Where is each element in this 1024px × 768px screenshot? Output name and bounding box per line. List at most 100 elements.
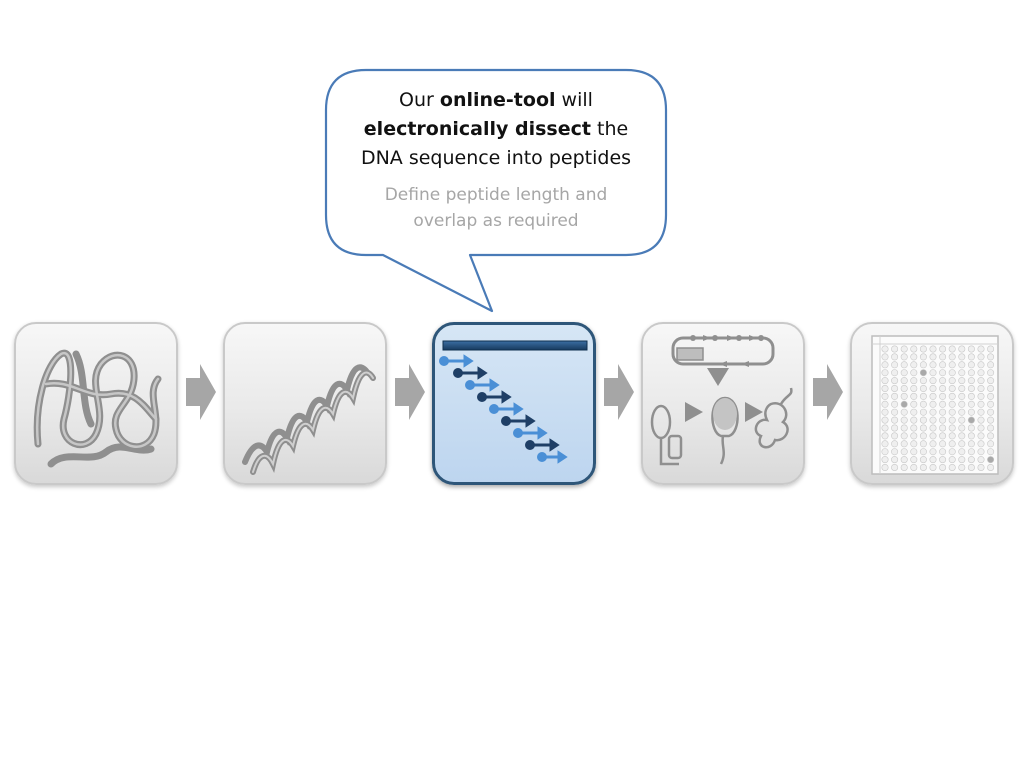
plate-well [939, 345, 947, 353]
plate-well [919, 384, 927, 392]
plate-well [987, 448, 995, 456]
plate-well [900, 456, 908, 464]
plate-well [891, 400, 899, 408]
plate-well [958, 408, 966, 416]
plate-well [919, 361, 927, 369]
plate-well [881, 353, 889, 361]
plate-well [891, 456, 899, 464]
plate-well [929, 377, 937, 385]
plate-well [881, 400, 889, 408]
plate-well [939, 464, 947, 472]
plate-well [939, 448, 947, 456]
plate-well [939, 424, 947, 432]
plate-well [919, 377, 927, 385]
plate-well [900, 432, 908, 440]
plate-well [929, 408, 937, 416]
plate-well [891, 353, 899, 361]
plate-well [948, 353, 956, 361]
expression-process-icon [650, 335, 793, 466]
plate-well [977, 400, 985, 408]
plate-well [891, 448, 899, 456]
plate-well [881, 424, 889, 432]
plate-well [958, 345, 966, 353]
plate-well [977, 440, 985, 448]
plate-well [910, 416, 918, 424]
plate-well [967, 408, 975, 416]
plate-well [958, 384, 966, 392]
plate-well [977, 448, 985, 456]
plate-well [919, 456, 927, 464]
plate-well [929, 345, 937, 353]
plate-well [910, 408, 918, 416]
plate-well [987, 400, 995, 408]
plate-well [929, 448, 937, 456]
plate-well [939, 432, 947, 440]
plate-well [910, 456, 918, 464]
plate-well [910, 384, 918, 392]
plate-well [929, 424, 937, 432]
plate-well [891, 432, 899, 440]
plate-well [900, 384, 908, 392]
plate-well [881, 416, 889, 424]
plate-well [919, 432, 927, 440]
plate-well [967, 400, 975, 408]
plate-well [881, 464, 889, 472]
plate-well [929, 353, 937, 361]
plate-well [910, 377, 918, 385]
plate-well [891, 408, 899, 416]
plate-well [977, 361, 985, 369]
plate-well [900, 416, 908, 424]
plate-well [910, 464, 918, 472]
plate-well [881, 448, 889, 456]
plate-well [929, 440, 937, 448]
plate-well [987, 369, 995, 377]
plate-well [919, 464, 927, 472]
plate-well [948, 400, 956, 408]
plate-well [910, 392, 918, 400]
plate-well [900, 440, 908, 448]
plate-well [939, 400, 947, 408]
plate-well [987, 432, 995, 440]
plate-well [881, 361, 889, 369]
plate-well [881, 392, 889, 400]
plate-well [958, 432, 966, 440]
callout-text: Our online-tool will electronically diss… [330, 86, 662, 234]
plate-well [891, 416, 899, 424]
plate-well [987, 353, 995, 361]
plate-well [939, 384, 947, 392]
plate-well [910, 448, 918, 456]
plate-well [958, 440, 966, 448]
plate-well [910, 432, 918, 440]
plate-well [948, 377, 956, 385]
flow-arrow-icon [813, 364, 843, 420]
plate-well [939, 353, 947, 361]
plate-well [919, 448, 927, 456]
plate-well [891, 384, 899, 392]
callout-line-1: Our online-tool will [399, 89, 593, 111]
microplate-icon [871, 335, 999, 475]
plate-well [939, 377, 947, 385]
plate-well [948, 456, 956, 464]
callout-bubble [324, 68, 668, 313]
plate-well [891, 369, 899, 377]
plate-well [958, 400, 966, 408]
plate-well [967, 440, 975, 448]
plate-well [919, 392, 927, 400]
plate-well [900, 377, 908, 385]
plate-well [987, 392, 995, 400]
callout-line-2: electronically dissect the [363, 118, 629, 140]
plate-well [900, 408, 908, 416]
plate-well [958, 424, 966, 432]
plate-well [967, 361, 975, 369]
plate-well [891, 424, 899, 432]
plate-well [948, 392, 956, 400]
plate-well [929, 456, 937, 464]
plate-well [929, 416, 937, 424]
plate-well [987, 377, 995, 385]
plate-well [967, 384, 975, 392]
plate-well [958, 464, 966, 472]
plate-well [948, 424, 956, 432]
plate-well [881, 440, 889, 448]
plate-well [977, 464, 985, 472]
plate-well [958, 448, 966, 456]
